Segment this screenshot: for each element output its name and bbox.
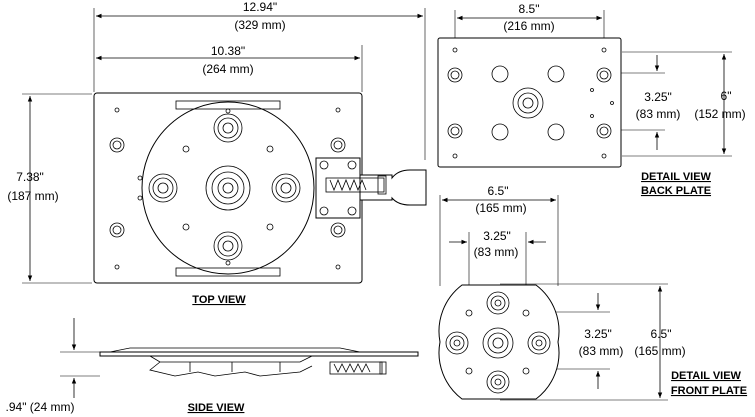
back-plate	[437, 37, 622, 168]
dim-front-hole-v-mm: (83 mm)	[579, 344, 624, 358]
dim-inner-width: 10.38"	[211, 44, 245, 58]
caption-front-line1: DETAIL VIEW	[671, 370, 741, 382]
dim-front-hole-h-mm: (83 mm)	[474, 245, 519, 259]
mount-bolts	[148, 108, 301, 266]
dim-outer-width: 12.94"	[243, 0, 277, 14]
side-plate	[99, 351, 419, 357]
dim-height: 7.38"	[16, 170, 44, 184]
dim-back-height-mm: (152 mm)	[694, 107, 745, 121]
caption-side-view: SIDE VIEW	[188, 402, 245, 414]
back-plate-view	[437, 10, 732, 168]
caption-top-view: TOP VIEW	[192, 294, 246, 306]
corner-holes	[109, 107, 346, 270]
side-view	[60, 318, 419, 398]
caption-back-line1: DETAIL VIEW	[641, 171, 711, 183]
dim-front-width: 6.5"	[488, 184, 509, 198]
top-view	[22, 8, 427, 284]
spring-latch	[315, 157, 427, 219]
dim-front-height-mm: (165 mm)	[634, 344, 685, 358]
dim-front-width-mm: (165 mm)	[475, 201, 526, 215]
front-plate-view	[438, 195, 668, 401]
dim-height-mm: (187 mm)	[7, 189, 58, 203]
dim-back-height: 6"	[721, 89, 732, 103]
dim-back-width: 8.5"	[519, 2, 540, 16]
rotating-disc	[141, 101, 315, 275]
dim-front-height: 6.5"	[651, 327, 672, 341]
caption-back-line2: BACK PLATE	[641, 185, 711, 197]
dim-side-height: .94" (24 mm)	[6, 400, 75, 414]
dim-back-hole-spacing-mm: (83 mm)	[636, 107, 681, 121]
dim-front-hole-v: 3.25"	[584, 327, 612, 341]
dim-inner-width-mm: (264 mm)	[202, 62, 253, 76]
dim-back-hole-spacing: 3.25"	[644, 90, 672, 104]
caption-front-line2: FRONT PLATE	[671, 385, 747, 397]
dim-front-hole-h: 3.25"	[483, 229, 511, 243]
dim-outer-width-mm: (329 mm)	[234, 18, 285, 32]
front-plate	[438, 284, 560, 400]
dim-back-width-mm: (216 mm)	[503, 19, 554, 33]
